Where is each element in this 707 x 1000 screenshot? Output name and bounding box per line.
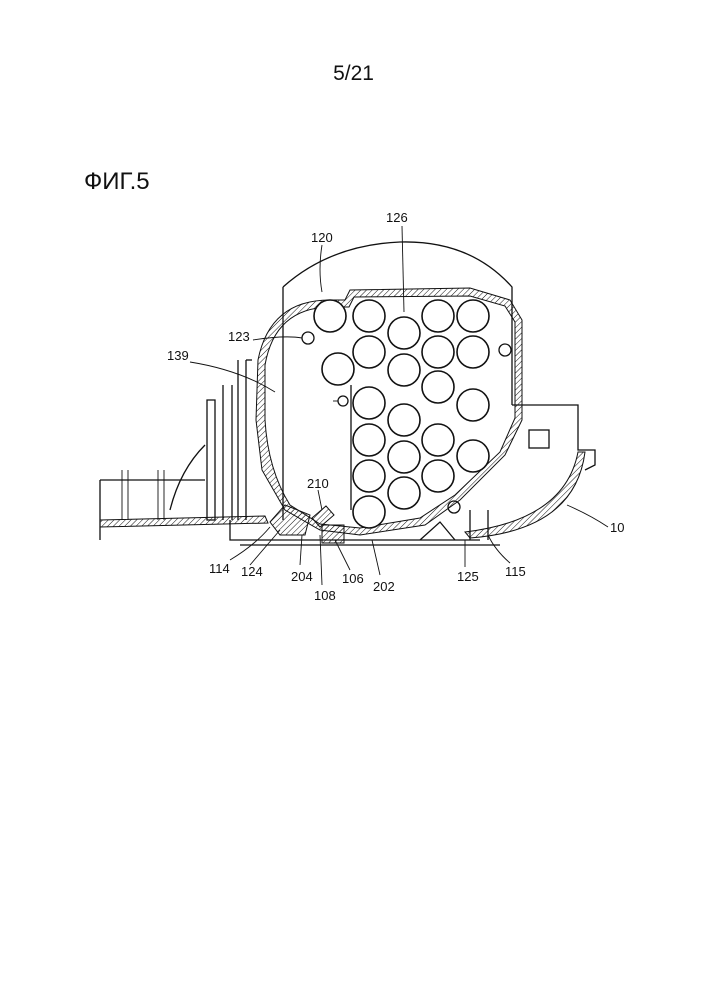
label-123: 123 <box>228 329 250 344</box>
label-10: 10 <box>610 520 624 535</box>
label-202: 202 <box>373 579 395 594</box>
label-125: 125 <box>457 569 479 584</box>
label-124: 124 <box>241 564 263 579</box>
label-120: 120 <box>311 230 333 245</box>
label-108: 108 <box>314 588 336 603</box>
label-204: 204 <box>291 569 313 584</box>
label-115: 115 <box>505 564 526 579</box>
label-139: 139 <box>167 348 189 363</box>
label-106: 106 <box>342 571 364 586</box>
label-114: 114 <box>209 561 230 576</box>
label-126: 126 <box>386 210 408 225</box>
left-pipe-assembly <box>100 360 268 540</box>
label-210: 210 <box>307 476 329 491</box>
